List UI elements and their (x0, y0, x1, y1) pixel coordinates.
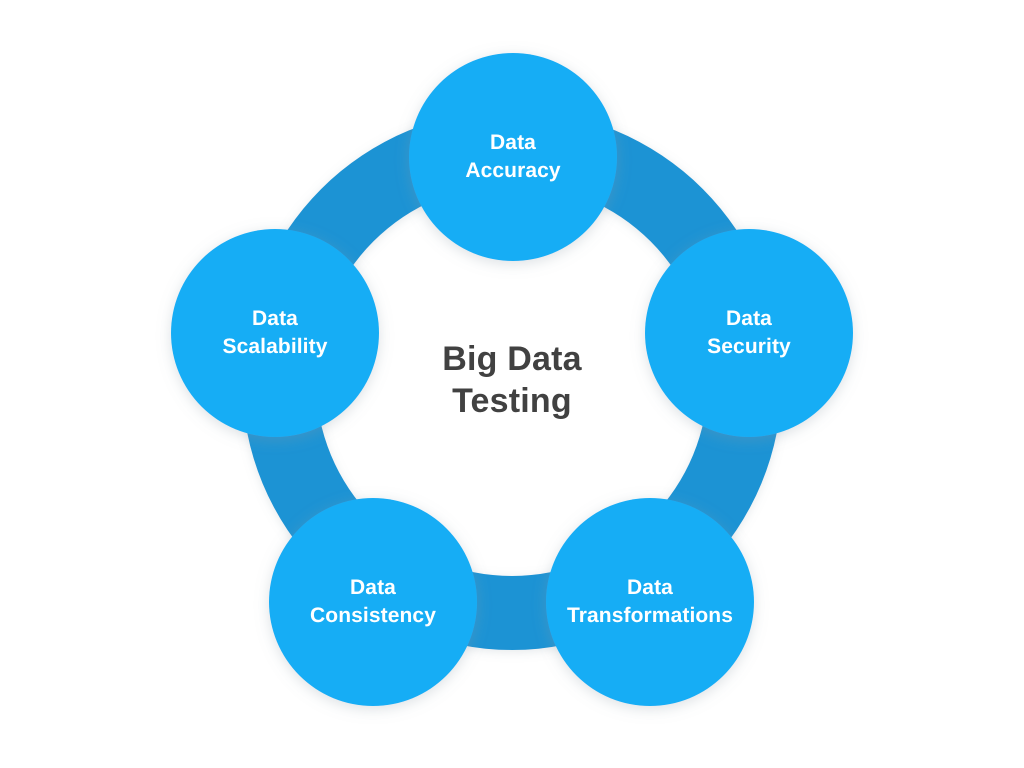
node-circle-data-accuracy[interactable] (409, 53, 617, 261)
node-circle-data-consistency[interactable] (269, 498, 477, 706)
node-circle-data-security[interactable] (645, 229, 853, 437)
node-circles (171, 53, 853, 706)
node-circle-data-scalability[interactable] (171, 229, 379, 437)
node-circle-data-transformations[interactable] (546, 498, 754, 706)
